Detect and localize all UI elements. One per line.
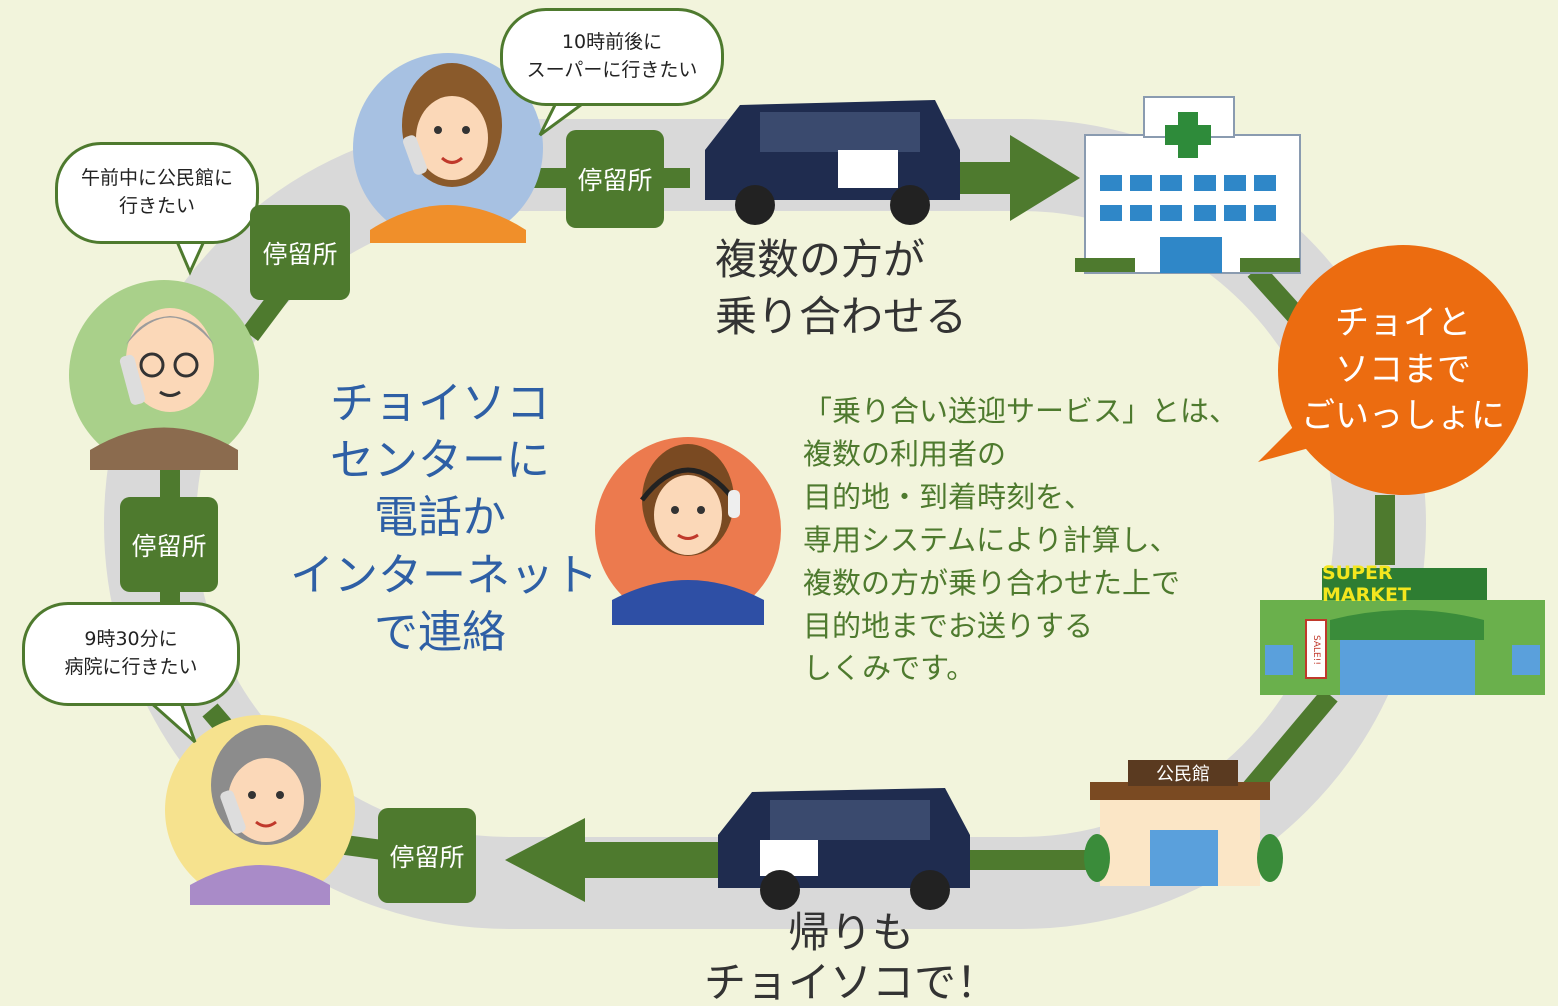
stop-label-bottom: 停留所 (378, 808, 476, 903)
slogan-circle: チョイと ソコまで ごいっしょに (1278, 245, 1528, 495)
taxi-bottom (718, 788, 970, 910)
slogan-line: ソコまで (1335, 349, 1471, 390)
center-contact-line: で連絡 (374, 606, 506, 658)
center-contact-line: インターネット (290, 549, 598, 601)
stop-label-upper-left: 停留所 (250, 205, 350, 300)
bubble-text-line: 10時前後に (561, 31, 663, 54)
arrow-left (505, 818, 720, 902)
ride-share-text: 複数の方が 乗り合わせる (715, 232, 967, 345)
ride-share-line: 複数の方が (715, 235, 926, 284)
stop-label-top: 停留所 (566, 130, 664, 228)
center-contact-line: 電話か (374, 492, 506, 544)
slogan-line: ごいっしょに (1301, 396, 1505, 437)
operator-avatar (595, 437, 781, 625)
description-line: しくみです。 (803, 651, 976, 686)
description-line: 「乗り合い送迎サービス」とは、 (803, 394, 1239, 428)
center-contact-line: チョイソコ (330, 378, 550, 429)
return-line: 帰りも (788, 908, 915, 957)
stop-label-left: 停留所 (120, 497, 218, 592)
old-woman-avatar (165, 715, 355, 905)
woman-top-avatar (353, 53, 543, 243)
return-text: 帰りも チョイソコで！ (704, 908, 998, 1006)
description-line: 複数の方が乗り合わせた上で (803, 565, 1181, 600)
speech-bubble-supermarket: 10時前後に スーパーに行きたい (500, 8, 724, 106)
description-line: 専用システムにより計算し、 (803, 522, 1179, 557)
arrow-right (960, 135, 1080, 221)
slogan-line: チョイと (1335, 302, 1471, 343)
bubble-text-line: 行きたい (118, 195, 195, 217)
description-line: 目的地・到着時刻を、 (803, 479, 1094, 514)
return-line: チョイソコで！ (704, 957, 999, 1006)
speech-bubble-community-hall: 午前中に公民館に 行きたい (55, 142, 259, 244)
bubble-text-line: 午前中に公民館に (80, 167, 233, 190)
bubble-text-line: スーパーに行きたい (526, 59, 698, 81)
description-line: 複数の利用者の (803, 436, 1007, 471)
center-contact-text: チョイソコ センターに 電話か インターネット で連絡 (290, 375, 598, 661)
sale-sign: SALE!! (1311, 635, 1321, 665)
description-line: 目的地までお送りする (803, 608, 1094, 643)
old-man-avatar (69, 280, 259, 470)
service-description: 「乗り合い送迎サービス」とは、 複数の利用者の 目的地・到着時刻を、 専用システ… (803, 390, 1238, 690)
supermarket-building (1260, 568, 1545, 695)
center-contact-line: センターに (330, 435, 550, 487)
bubble-text-line: 9時30分に (84, 628, 178, 651)
supermarket-sign: SUPER MARKET (1322, 562, 1411, 606)
taxi-top (705, 100, 960, 225)
speech-bubble-hospital: 9時30分に 病院に行きたい (22, 602, 240, 706)
hospital-building (1075, 96, 1301, 274)
ride-share-line: 乗り合わせる (715, 291, 968, 341)
bubble-text-line: 病院に行きたい (64, 656, 198, 678)
community-hall-sign: 公民館 (1128, 760, 1238, 786)
